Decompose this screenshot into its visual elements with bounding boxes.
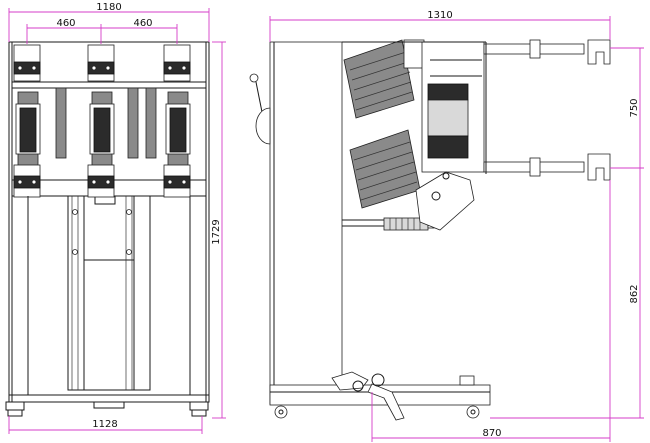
dim-base-width: 1128 bbox=[92, 419, 117, 430]
dim-overall-depth: 1310 bbox=[427, 10, 452, 21]
upper-insulator bbox=[343, 39, 425, 119]
dim-height: 1729 bbox=[211, 219, 222, 244]
front-dimensions: 1180 460 460 1729 1128 bbox=[8, 2, 226, 434]
dim-overall-width: 1180 bbox=[96, 2, 121, 13]
side-view bbox=[249, 39, 611, 421]
base-feet bbox=[5, 401, 209, 417]
front-view bbox=[5, 41, 210, 417]
upper-terminal bbox=[483, 39, 611, 65]
pole-right bbox=[145, 44, 191, 198]
lower-insulator bbox=[349, 129, 421, 209]
dim-lower-terminal-height: 862 bbox=[629, 284, 640, 303]
lower-terminal bbox=[483, 153, 611, 181]
side-dimensions: 1310 750 862 870 bbox=[269, 10, 644, 442]
pole-center bbox=[87, 44, 139, 198]
vacuum-interrupter bbox=[421, 41, 485, 173]
dim-terminal-spacing: 750 bbox=[629, 98, 640, 117]
pole-left bbox=[13, 44, 67, 198]
dim-depth-to-lower: 870 bbox=[482, 428, 501, 439]
dim-pole-spacing-left: 460 bbox=[56, 18, 75, 29]
dim-pole-spacing-right: 460 bbox=[133, 18, 152, 29]
